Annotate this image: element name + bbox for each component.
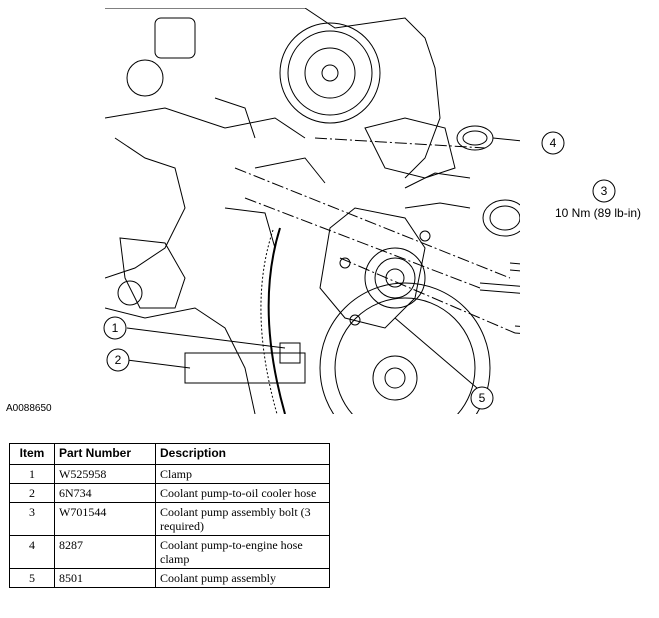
figure-id: A0088650 [6, 403, 52, 414]
table-row: 1 W525958 Clamp [9, 464, 330, 484]
item-cell: 3 [9, 502, 55, 536]
column-header-part-number: Part Number [54, 443, 156, 465]
description-cell: Coolant pump-to-engine hose clamp [155, 535, 330, 569]
item-cell: 1 [9, 464, 55, 484]
callout-1-label: 1 [112, 321, 119, 335]
torque-spec: 10 Nm (89 lb-in) [555, 206, 642, 220]
table-header-row: Item Part Number Description [9, 443, 330, 465]
parts-table: Item Part Number Description 1 W525958 C… [9, 443, 330, 588]
part-number-cell: 8287 [54, 535, 156, 569]
callout-4-label: 4 [550, 136, 557, 150]
table-row: 4 8287 Coolant pump-to-engine hose clamp [9, 535, 330, 569]
column-header-description: Description [155, 443, 330, 465]
item-cell: 4 [9, 535, 55, 569]
part-number-cell: W525958 [54, 464, 156, 484]
column-header-item: Item [9, 443, 55, 465]
callout-5-label: 5 [479, 391, 486, 405]
part-number-cell: W701544 [54, 502, 156, 536]
callout-2: 2 [106, 348, 130, 372]
item-cell: 5 [9, 568, 55, 588]
description-cell: Coolant pump-to-oil cooler hose [155, 483, 330, 503]
callout-3-label: 3 [601, 184, 608, 198]
table-row: 5 8501 Coolant pump assembly [9, 568, 330, 588]
description-cell: Coolant pump assembly bolt (3 required) [155, 502, 330, 536]
callout-5: 5 [470, 386, 494, 410]
description-cell: Coolant pump assembly [155, 568, 330, 588]
callout-3: 3 [592, 179, 616, 203]
table-row: 3 W701544 Coolant pump assembly bolt (3 … [9, 502, 330, 536]
callout-2-label: 2 [115, 353, 122, 367]
callout-1: 1 [103, 316, 127, 340]
part-number-cell: 8501 [54, 568, 156, 588]
item-cell: 2 [9, 483, 55, 503]
table-row: 2 6N734 Coolant pump-to-oil cooler hose [9, 483, 330, 503]
callout-4: 4 [541, 131, 565, 155]
description-cell: Clamp [155, 464, 330, 484]
part-number-cell: 6N734 [54, 483, 156, 503]
engine-illustration [105, 8, 520, 414]
